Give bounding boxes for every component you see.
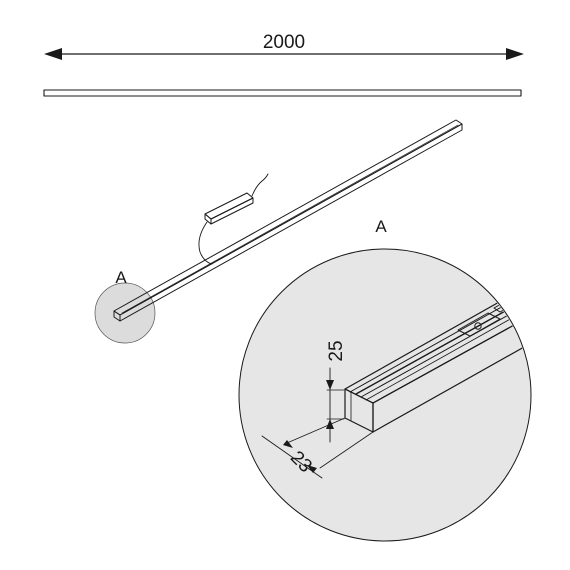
detail-callout-circle — [94, 282, 156, 344]
detail-screw-hole — [474, 322, 482, 330]
length-dimension: 2000 — [44, 32, 524, 60]
height-arrow-top — [326, 380, 334, 390]
rail-perspective — [113, 119, 463, 322]
driver-box — [204, 192, 254, 225]
height-arrow-bottom — [326, 419, 334, 429]
rail-groove — [121, 124, 459, 314]
detail-callout-label: A — [115, 268, 127, 287]
detail-connector-slot — [457, 312, 501, 337]
length-arrow-right — [506, 48, 524, 60]
detail-view-label: A — [375, 217, 387, 236]
driver-rail-wire — [198, 221, 213, 265]
width-arrow-left — [283, 440, 293, 448]
detail-circle — [238, 248, 532, 542]
length-arrow-left — [44, 48, 62, 60]
length-dimension-label: 2000 — [263, 32, 305, 53]
profile-side-view — [43, 89, 522, 97]
height-dimension: 25 — [326, 340, 347, 443]
width-ext-right — [319, 431, 374, 469]
rail-end-cap — [113, 310, 121, 322]
supply-cable — [251, 173, 269, 197]
width-arrow-right — [307, 465, 317, 473]
detail-view: 25 23 — [238, 248, 532, 542]
width-ext-left — [286, 417, 346, 444]
height-dimension-label: 25 — [326, 340, 347, 361]
